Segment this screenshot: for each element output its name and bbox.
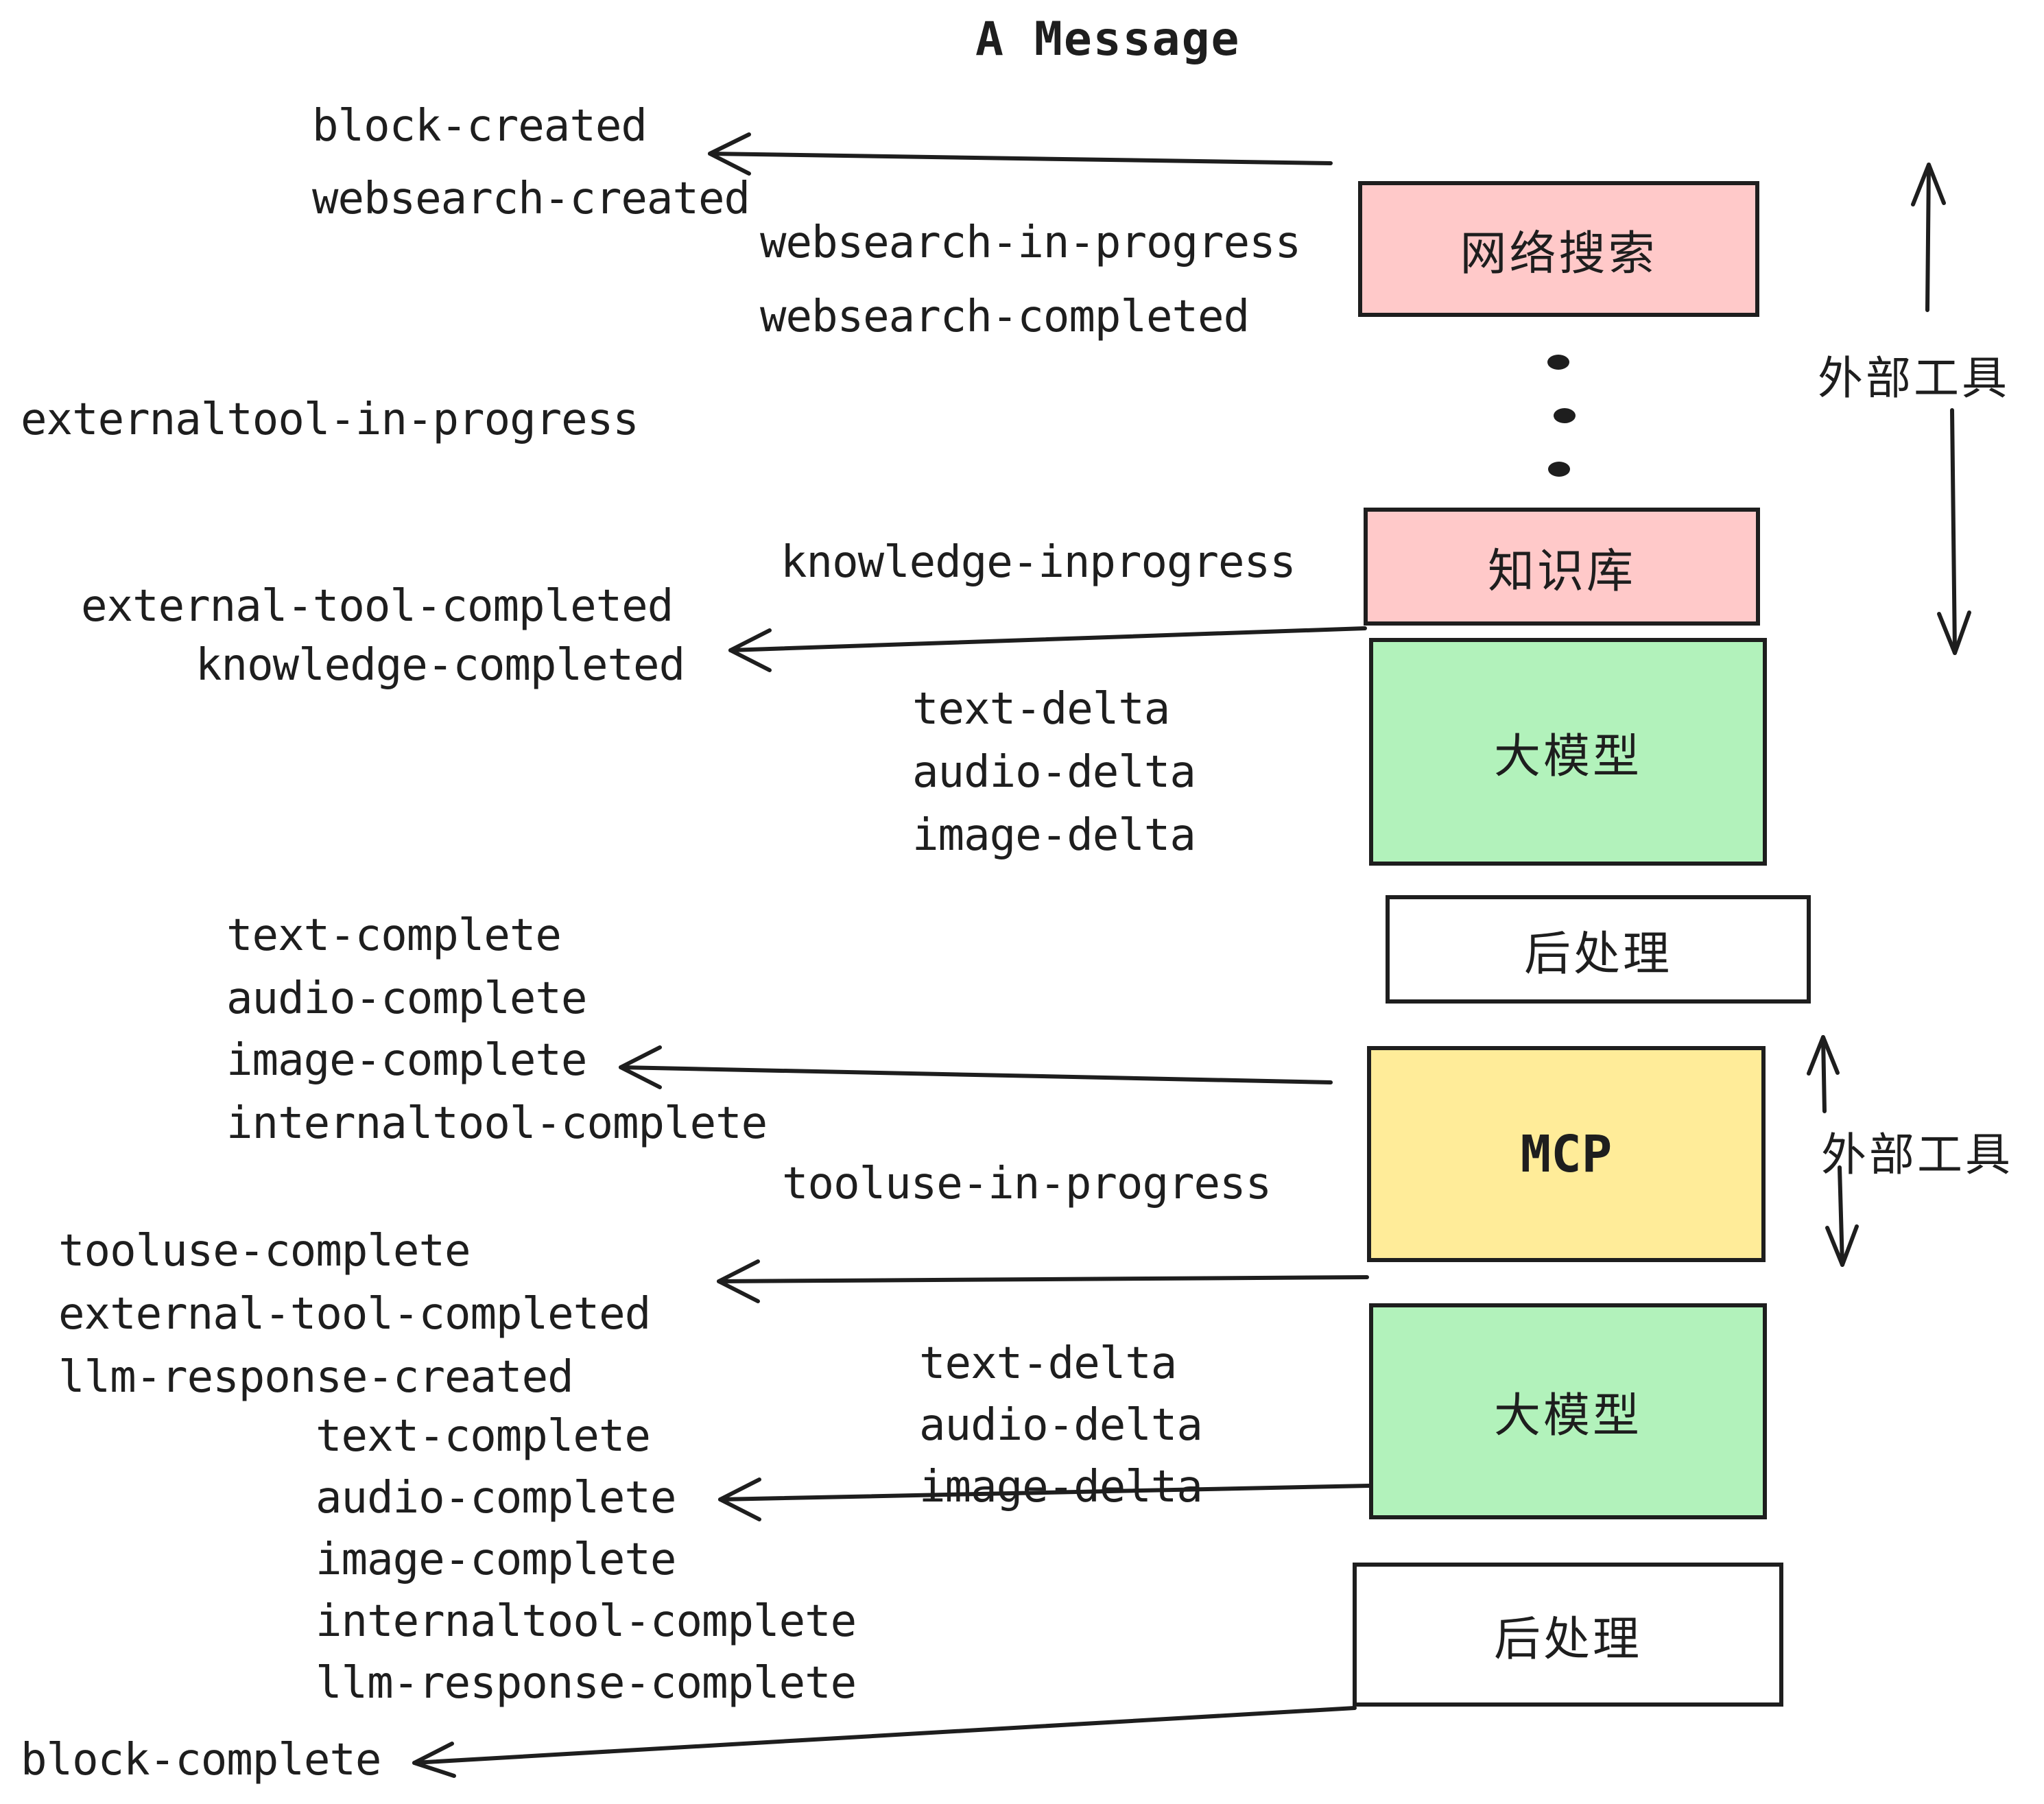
event-block-complete: block-complete xyxy=(21,1735,381,1785)
event-text-delta-2: text-delta xyxy=(919,1338,1177,1389)
arrow-to-websearch-created xyxy=(708,132,1333,176)
event-websearch-completed: websearch-completed xyxy=(760,292,1250,342)
external-tools-mcp-up-arrow xyxy=(1807,1035,1840,1113)
diagram-title: A Message xyxy=(975,12,1241,67)
event-knowledge-inprogress: knowledge-inprogress xyxy=(781,537,1296,588)
event-tooluse-complete: tooluse-complete xyxy=(58,1226,471,1277)
external-tools-top-up-arrow xyxy=(1911,163,1946,312)
box-postprocess-1: 后处理 xyxy=(1386,895,1811,1004)
box-postprocess-2: 后处理 xyxy=(1353,1563,1783,1707)
box-mcp: MCP xyxy=(1367,1046,1766,1262)
box-websearch: 网络搜索 xyxy=(1358,181,1759,317)
event-internaltool-complete-2: internaltool-complete xyxy=(316,1596,857,1647)
event-internaltool-complete-1: internaltool-complete xyxy=(226,1098,768,1149)
event-image-delta-2: image-delta xyxy=(919,1462,1203,1512)
event-externaltool-in-progress: externaltool-in-progress xyxy=(21,394,639,445)
label-external-tools-top: 外部工具 xyxy=(1818,352,2010,405)
label-external-tools-mcp: 外部工具 xyxy=(1821,1128,2013,1181)
arrow-to-image-complete xyxy=(619,1045,1333,1089)
box-llm-1: 大模型 xyxy=(1369,638,1767,866)
event-external-tool-completed: external-tool-completed xyxy=(81,581,674,632)
event-image-delta-1: image-delta xyxy=(912,810,1196,861)
arrow-to-block-complete xyxy=(412,1706,1357,1778)
event-text-complete-2: text-complete xyxy=(316,1411,651,1462)
arrow-to-knowledge-completed xyxy=(728,626,1367,672)
event-text-complete-1: text-complete xyxy=(226,910,562,961)
external-tools-top-down-arrow xyxy=(1937,408,1971,655)
event-audio-delta-1: audio-delta xyxy=(912,747,1196,798)
event-image-complete-1: image-complete xyxy=(226,1035,587,1086)
event-block-created: block-created xyxy=(312,101,647,152)
event-websearch-in-progress: websearch-in-progress xyxy=(760,217,1301,268)
event-image-complete-2: image-complete xyxy=(316,1534,676,1585)
arrow-to-tooluse-complete xyxy=(717,1259,1369,1303)
event-audio-delta-2: audio-delta xyxy=(919,1400,1203,1451)
event-audio-complete-1: audio-complete xyxy=(226,973,587,1024)
event-llm-response-created: llm-response-created xyxy=(58,1352,574,1403)
event-text-delta-1: text-delta xyxy=(912,684,1170,735)
event-knowledge-completed: knowledge-completed xyxy=(195,640,685,691)
event-external-tool-completed-2: external-tool-completed xyxy=(58,1289,651,1340)
event-audio-complete-2: audio-complete xyxy=(316,1473,676,1523)
box-knowledge: 知识库 xyxy=(1364,508,1760,626)
event-llm-response-complete: llm-response-complete xyxy=(316,1658,857,1709)
ellipsis-dots xyxy=(1547,355,1576,477)
box-llm-2: 大模型 xyxy=(1369,1303,1767,1519)
event-tooluse-in-progress: tooluse-in-progress xyxy=(782,1159,1272,1209)
event-websearch-created: websearch-created xyxy=(312,174,750,224)
